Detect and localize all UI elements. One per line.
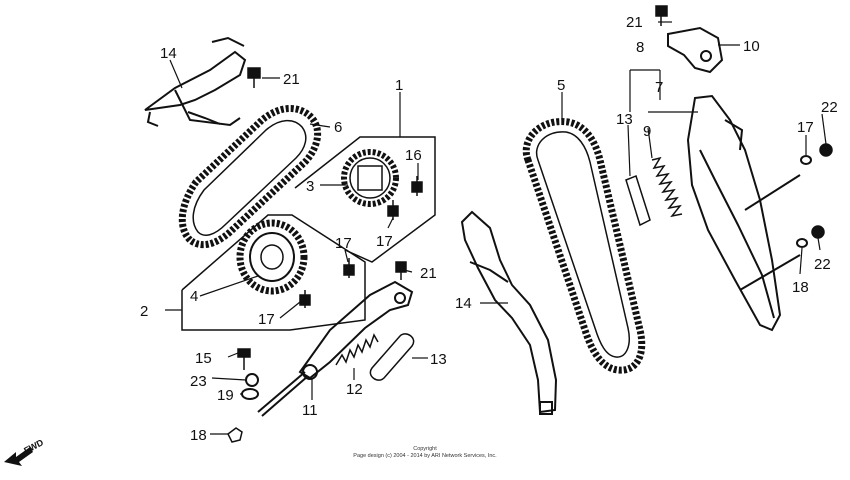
- cam-sprocket-part-3: [341, 149, 399, 207]
- bracket-part-10: [667, 26, 724, 74]
- callout-6: 6: [334, 119, 342, 136]
- forward-arrow-icon: [4, 447, 33, 466]
- callout-10: 10: [743, 38, 760, 55]
- callout-14: 14: [160, 45, 177, 62]
- fwd-label: FWD: [22, 437, 45, 456]
- callout-16: 15: [195, 350, 212, 367]
- callout-22-a: 22: [821, 99, 838, 116]
- callout-13-a: 13: [430, 351, 447, 368]
- nut-part-23: [245, 373, 259, 387]
- washer-part-20: [241, 388, 259, 400]
- callout-7: 7: [655, 79, 663, 96]
- copyright-line-1: Copyright: [413, 446, 437, 452]
- assembly-outline-part-2: [181, 214, 366, 331]
- assembly-outline-part-1: [294, 136, 436, 263]
- callout-9: 9: [643, 123, 651, 140]
- callout-18-a: 17: [797, 119, 814, 136]
- chain-guide-part-15: [460, 210, 558, 415]
- callout-19: 18: [190, 427, 207, 444]
- copyright-block: Copyright Page design (c) 2004 - 2014 by…: [353, 446, 497, 459]
- spring-part-9: [651, 156, 683, 218]
- callout-21-a: 21: [283, 71, 300, 88]
- callout-8: 8: [636, 39, 644, 56]
- cam-chain-part-6: [178, 105, 322, 249]
- tensioner-spring-part-12: [335, 333, 379, 366]
- callout-18-b: 18: [792, 279, 809, 296]
- callout-17-a: 16: [405, 147, 422, 164]
- callout-17-b: 17: [376, 233, 393, 250]
- callout-2: 2: [140, 303, 148, 320]
- callout-5: 5: [557, 77, 565, 94]
- bolts-part-21: [247, 5, 668, 280]
- cam-chain-part-5: [522, 118, 646, 374]
- callout-21-c: 21: [626, 14, 643, 31]
- fwd-marker: FWD: [4, 437, 45, 466]
- tensioner-arm-part-7: [686, 94, 801, 332]
- callout-1: 1: [395, 77, 403, 94]
- callout-20: 19: [217, 387, 234, 404]
- washers-part-18: [796, 155, 812, 248]
- callout-15: 14: [455, 295, 472, 312]
- tensioner-arm-part-11: [257, 280, 414, 417]
- callout-3: 3: [306, 178, 314, 195]
- roller-part-13: [369, 175, 651, 381]
- callout-17-d: 17: [258, 311, 275, 328]
- callout-labels: 14 21 6 1 16 3 17 17 21 4 2 17 15 23 19 …: [140, 14, 838, 444]
- callout-12: 12: [346, 381, 363, 398]
- bolt-part-16: [237, 348, 251, 370]
- callout-4: 4: [190, 288, 198, 305]
- chain-guide-bracket-part-14: [144, 36, 247, 127]
- copyright-line-2: Page design (c) 2004 - 2014 by ARI Netwo…: [353, 453, 497, 459]
- nuts-part-22: [811, 143, 833, 239]
- callout-17-c: 17: [335, 235, 352, 252]
- callout-11: 11: [302, 402, 318, 419]
- callout-23: 23: [190, 373, 207, 390]
- timing-sprocket-part-4: [236, 219, 308, 295]
- callout-13-b: 13: [616, 111, 633, 128]
- cap-part-19: [227, 427, 243, 443]
- callout-21-b: 21: [420, 265, 437, 282]
- bolts-part-17: [299, 176, 423, 308]
- callout-22-b: 22: [814, 256, 831, 273]
- leader-lines: [165, 21, 827, 435]
